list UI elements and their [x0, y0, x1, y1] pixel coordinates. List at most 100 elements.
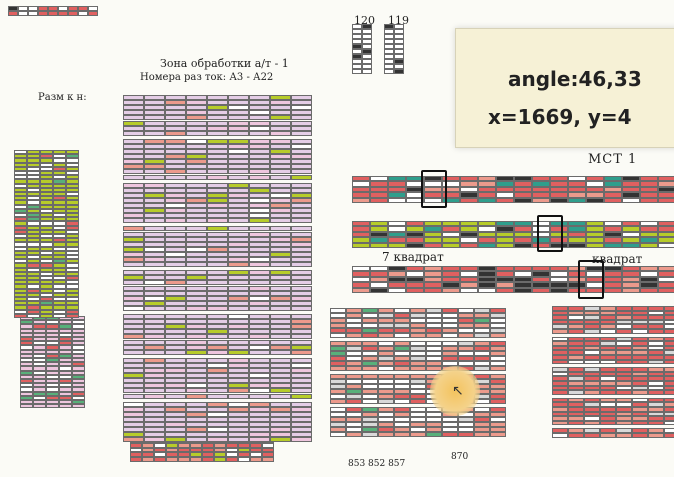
rack-cell[interactable] — [604, 221, 622, 227]
rack-cell[interactable] — [394, 313, 410, 318]
rack-cell[interactable] — [20, 358, 33, 363]
rack-cell[interactable] — [478, 287, 496, 293]
rack-cell[interactable] — [20, 379, 33, 384]
rack-cell[interactable] — [144, 197, 165, 203]
rack-cell[interactable] — [20, 362, 33, 367]
rack-cell[interactable] — [144, 120, 165, 126]
rack-cell[interactable] — [378, 333, 394, 338]
rack-cell[interactable] — [568, 371, 584, 377]
rack-cell[interactable] — [616, 324, 632, 329]
rack-cell[interactable] — [270, 373, 291, 379]
rack-cell[interactable] — [249, 368, 270, 374]
rack-cell[interactable] — [568, 420, 584, 426]
rack-cell[interactable] — [352, 176, 370, 182]
rack-cell[interactable] — [40, 175, 53, 180]
rack-cell[interactable] — [68, 11, 78, 16]
rack-cell[interactable] — [568, 282, 586, 288]
rack-cell[interactable] — [550, 221, 568, 227]
rack-cell[interactable] — [66, 204, 79, 209]
rack-cell[interactable] — [378, 356, 394, 361]
rack-cell[interactable] — [632, 381, 648, 386]
rack-cell[interactable] — [370, 181, 388, 187]
rack-cell[interactable] — [186, 208, 207, 214]
rack-cell[interactable] — [33, 379, 46, 384]
rack-cell[interactable] — [496, 282, 514, 288]
rack-cell[interactable] — [514, 231, 532, 238]
rack-cell[interactable] — [20, 345, 33, 350]
rack-cell[interactable] — [291, 241, 312, 247]
rack-cell[interactable] — [186, 203, 207, 209]
rack-cell[interactable] — [46, 379, 59, 384]
rack-cell[interactable] — [249, 344, 270, 350]
rack-cell[interactable] — [532, 192, 550, 198]
rack-cell[interactable] — [130, 443, 142, 448]
rack-cell[interactable] — [228, 262, 249, 268]
rack-cell[interactable] — [496, 242, 514, 248]
rack-cell[interactable] — [406, 271, 424, 277]
rack-cell[interactable] — [330, 389, 346, 394]
rack-cell[interactable] — [496, 287, 514, 293]
rack-cell[interactable] — [144, 275, 165, 281]
rack-cell[interactable] — [600, 381, 616, 386]
rack-cell[interactable] — [53, 267, 66, 272]
rack-cell[interactable] — [14, 250, 27, 255]
rack-cell[interactable] — [33, 328, 46, 333]
rack-cell[interactable] — [144, 285, 165, 291]
rack-cell[interactable] — [632, 428, 648, 433]
rack-cell[interactable] — [584, 433, 600, 438]
rack-cell[interactable] — [490, 356, 506, 361]
rack-cell[interactable] — [14, 179, 27, 184]
rack-cell[interactable] — [490, 374, 506, 379]
rack-cell[interactable] — [514, 266, 532, 272]
rack-cell[interactable] — [144, 388, 165, 394]
rack-cell[interactable] — [550, 231, 568, 238]
rack-cell[interactable] — [249, 218, 270, 224]
rack-cell[interactable] — [59, 370, 72, 375]
rack-cell[interactable] — [378, 389, 394, 394]
rack-cell[interactable] — [165, 110, 186, 116]
rack-cell[interactable] — [27, 309, 40, 314]
rack-cell[interactable] — [406, 221, 424, 227]
rack-cell[interactable] — [410, 417, 426, 422]
rack-cell[interactable] — [262, 457, 274, 462]
rack-cell[interactable] — [249, 427, 270, 433]
rack-cell[interactable] — [604, 242, 622, 248]
rack-cell[interactable] — [346, 384, 362, 389]
rack-cell[interactable] — [14, 234, 27, 239]
rack-cell[interactable] — [27, 276, 40, 281]
rack-cell[interactable] — [33, 332, 46, 337]
rack-cell[interactable] — [640, 282, 658, 288]
rack-cell[interactable] — [648, 416, 664, 421]
rack-cell[interactable] — [46, 400, 59, 405]
rack-cell[interactable] — [330, 313, 346, 318]
rack-cell[interactable] — [458, 361, 474, 366]
rack-cell[interactable] — [228, 115, 249, 121]
rack-cell[interactable] — [186, 236, 207, 242]
rack-cell[interactable] — [40, 192, 53, 197]
rack-cell[interactable] — [394, 379, 410, 384]
rack-cell[interactable] — [568, 271, 586, 277]
rack-cell[interactable] — [123, 226, 144, 232]
rack-cell[interactable] — [59, 332, 72, 337]
rack-cell[interactable] — [144, 231, 165, 237]
rack-cell[interactable] — [426, 341, 442, 346]
rack-cell[interactable] — [474, 341, 490, 346]
rack-cell[interactable] — [27, 162, 40, 167]
rack-cell[interactable] — [228, 349, 249, 355]
rack-cell[interactable] — [66, 263, 79, 268]
rack-cell[interactable] — [186, 226, 207, 232]
rack-cell[interactable] — [53, 255, 66, 260]
rack-cell[interactable] — [14, 200, 27, 205]
rack-cell[interactable] — [640, 197, 658, 203]
rack-cell[interactable] — [552, 390, 568, 395]
rack-cell[interactable] — [552, 310, 568, 316]
rack-cell[interactable] — [394, 346, 410, 351]
rack-cell[interactable] — [658, 186, 674, 193]
rack-cell[interactable] — [330, 399, 346, 404]
rack-cell[interactable] — [352, 44, 362, 49]
rack-cell[interactable] — [410, 366, 426, 371]
rack-cell[interactable] — [186, 334, 207, 340]
rack-cell[interactable] — [186, 159, 207, 165]
rack-cell[interactable] — [442, 282, 460, 288]
rack-cell[interactable] — [514, 282, 532, 288]
